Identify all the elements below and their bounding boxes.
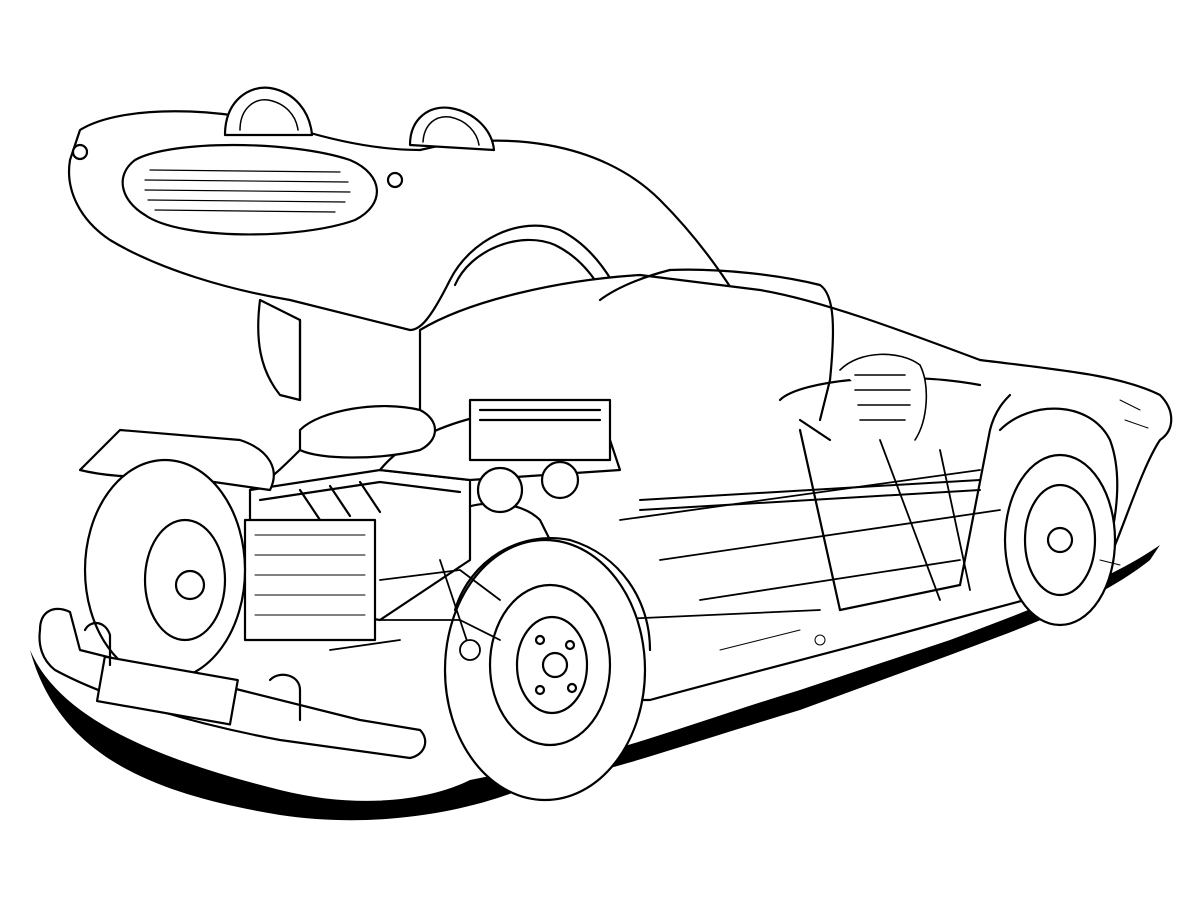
radiator (243, 518, 377, 642)
front-wheel-right (443, 537, 652, 802)
front-bumper (38, 607, 427, 760)
chassis-frame (599, 439, 1001, 621)
tilted-front-bonnet (68, 110, 792, 569)
headlamp-left (223, 86, 314, 137)
front-wheel-left (83, 458, 247, 682)
bonnet-hinge-left (71, 143, 89, 161)
engine-block (248, 398, 622, 622)
bonnet-hinge-right (386, 171, 404, 189)
drive-shaft (639, 479, 981, 511)
windscreen-frame (598, 268, 835, 442)
headlamp-right (408, 106, 496, 152)
rear-wheel (1003, 453, 1117, 627)
seats (839, 353, 928, 441)
front-suspension (329, 559, 501, 661)
body-hatching (719, 399, 1149, 651)
